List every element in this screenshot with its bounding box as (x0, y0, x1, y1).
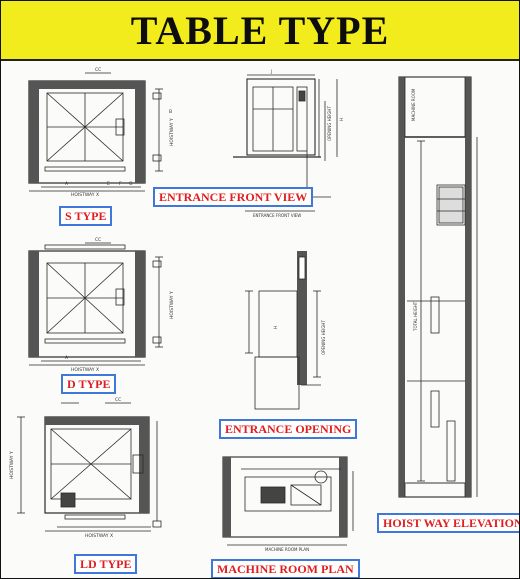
technical-drawings: CC HOISTWAY X A E F G HOISTWAY Y B (9, 67, 478, 552)
s-e-dim: E (107, 181, 110, 187)
s-type-plan (28, 72, 163, 192)
d-a-dim: A (65, 355, 69, 361)
ld-cc-dim: CC (115, 397, 121, 403)
page-title: TABLE TYPE (130, 7, 390, 53)
label-s-type: S TYPE (59, 206, 113, 226)
d-hoistway-y-dim: HOISTWAY Y (169, 291, 175, 319)
s-b-dim: B (169, 109, 172, 115)
opening-h-dim: H (273, 326, 278, 329)
ld-hoistway-x-dim: HOISTWAY X (85, 533, 113, 539)
front-view-dimensions: J OPENING HEIGHT H ENTRANCE FRONT VIEW (253, 69, 344, 218)
d-type-plan (28, 242, 163, 366)
machine-room-small-caption: MACHINE ROOM PLAN (265, 547, 309, 552)
label-machine-room-plan: MACHINE ROOM PLAN (211, 559, 360, 578)
label-entrance-front-view: ENTRANCE FRONT VIEW (153, 187, 314, 207)
s-type-dimensions: CC HOISTWAY X A E F G HOISTWAY Y B (65, 67, 175, 198)
front-opening-height-dim: OPENING HEIGHT (327, 106, 332, 141)
title-banner: TABLE TYPE (1, 1, 519, 61)
s-hoistway-x-dim: HOISTWAY X (71, 192, 99, 198)
s-cc-dim: CC (95, 67, 101, 73)
ld-hoistway-y-dim: HOISTWAY Y (9, 451, 15, 479)
hoist-way-elevation-drawing (398, 76, 478, 498)
label-ld-type: LD TYPE (74, 554, 138, 574)
s-hoistway-y-dim: HOISTWAY Y (169, 118, 175, 146)
opening-height-dim: OPENING HEIGHT (321, 320, 326, 355)
front-j-dim: J (270, 69, 272, 74)
front-h-dim: H (339, 118, 344, 121)
front-view-small-caption: ENTRANCE FRONT VIEW (253, 213, 301, 218)
machine-room-dimensions: MACHINE ROOM PLAN (265, 547, 309, 552)
label-d-type: D TYPE (61, 374, 117, 394)
total-height-dim: TOTAL HEIGHT (413, 301, 418, 332)
d-type-dimensions: CC HOISTWAY X A HOISTWAY Y (65, 237, 175, 373)
machine-room-dim: MACHINE ROOM (411, 88, 416, 121)
machine-room-plan-drawing (222, 456, 354, 546)
d-cc-dim: CC (95, 237, 101, 243)
ld-type-plan (17, 402, 162, 532)
label-entrance-opening: ENTRANCE OPENING (219, 419, 358, 439)
s-g-dim: G (129, 181, 133, 187)
ld-type-dimensions: CC HOISTWAY X HOISTWAY Y (9, 397, 121, 539)
hoistway-dimensions: TOTAL HEIGHT MACHINE ROOM (411, 88, 418, 332)
s-a-dim: A (65, 181, 69, 187)
entrance-opening-drawing (245, 251, 321, 410)
d-hoistway-x-dim: HOISTWAY X (71, 367, 99, 373)
label-hoist-way-elevation: HOIST WAY ELEVATION (377, 513, 519, 533)
opening-dimensions: OPENING HEIGHT H (273, 320, 326, 355)
s-f-dim: F (119, 181, 122, 187)
